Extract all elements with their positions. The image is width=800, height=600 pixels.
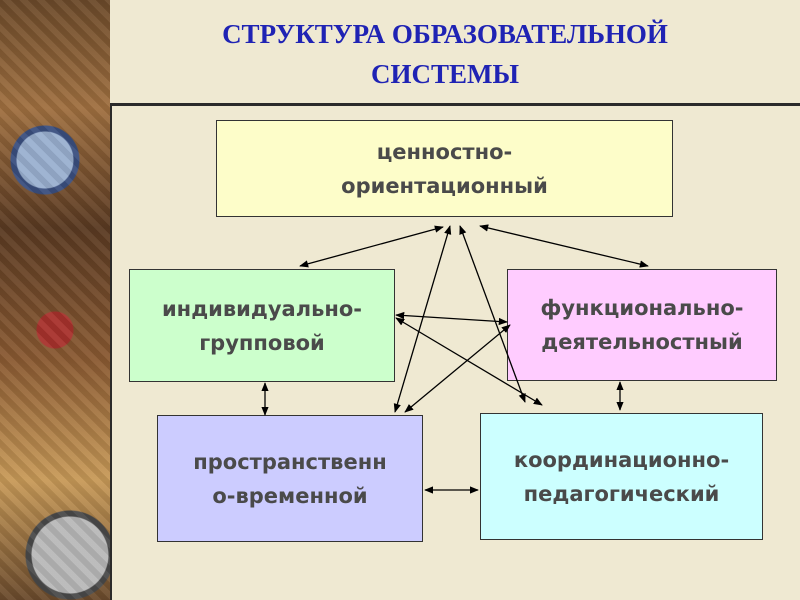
- title-line-1: СТРУКТУРА ОБРАЗОВАТЕЛЬНОЙ: [160, 14, 730, 54]
- arrow-values-functional: [480, 226, 648, 266]
- arrow-individual-functional: [396, 315, 507, 322]
- box-value-orientation: ценностно- ориентационный: [216, 120, 673, 217]
- arrow-values-spatial: [395, 226, 450, 412]
- box-functional-activity-line-2: деятельностный: [541, 325, 744, 359]
- box-value-orientation-line-1: ценностно-: [341, 135, 548, 169]
- left-divider: [110, 103, 112, 600]
- top-divider: [110, 103, 800, 106]
- box-functional-activity-line-1: функционально-: [541, 291, 744, 325]
- box-coordination-pedagogical: координационно- педагогический: [480, 413, 763, 540]
- page-title: СТРУКТУРА ОБРАЗОВАТЕЛЬНОЙ СИСТЕМЫ: [160, 14, 730, 94]
- box-spatial-temporal-line-1: пространственн: [193, 445, 386, 479]
- arrow-functional-spatial: [405, 325, 510, 412]
- box-functional-activity: функционально- деятельностный: [507, 269, 777, 381]
- box-individual-group-line-2: групповой: [162, 326, 362, 360]
- box-value-orientation-line-2: ориентационный: [341, 169, 548, 203]
- box-spatial-temporal: пространственн о-временной: [157, 415, 423, 542]
- box-coordination-pedagogical-line-2: педагогический: [514, 477, 729, 511]
- title-line-2: СИСТЕМЫ: [160, 54, 730, 94]
- box-individual-group-line-1: индивидуально-: [162, 292, 362, 326]
- decorative-photo-medals: [0, 0, 110, 600]
- arrow-values-individual: [300, 227, 443, 266]
- box-spatial-temporal-line-2: о-временной: [193, 479, 386, 513]
- box-coordination-pedagogical-line-1: координационно-: [514, 443, 729, 477]
- box-individual-group: индивидуально- групповой: [129, 269, 395, 382]
